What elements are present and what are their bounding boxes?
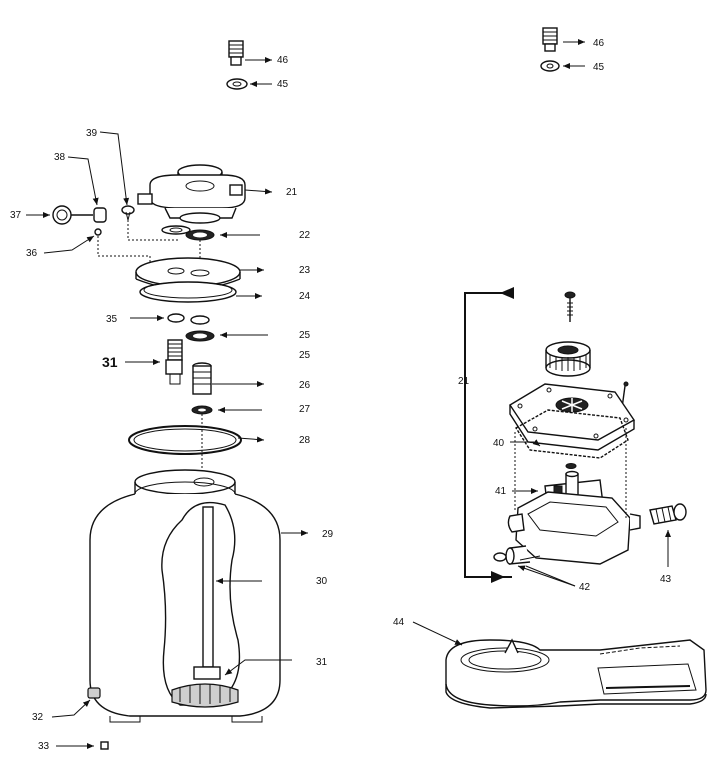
callout-39: 39	[86, 128, 98, 139]
part-29-filter-tank	[89, 469, 308, 723]
callout-29: 29	[322, 529, 334, 540]
part-46-right-fitting	[542, 27, 585, 52]
callout-27: 27	[299, 404, 311, 415]
part-21-multiport-valve	[137, 164, 273, 224]
callout-37: 37	[10, 210, 22, 221]
callout-22: 22	[299, 230, 311, 241]
callout-24: 24	[299, 291, 311, 302]
callout-31-small: 31	[316, 657, 328, 668]
callout-32: 32	[32, 712, 44, 723]
callout-43: 43	[660, 574, 672, 585]
part-valve-screw	[564, 291, 576, 322]
part-small-o-ring	[565, 463, 577, 469]
part-27-washer	[191, 405, 262, 415]
part-valve-handle-knob	[545, 341, 591, 377]
part-45-left-washer	[226, 78, 272, 90]
part-25-o-rings	[185, 315, 268, 342]
part-24-cover-gasket	[139, 281, 262, 303]
pin-head	[623, 381, 629, 387]
callout-30: 30	[316, 576, 328, 587]
part-32-drain-cap	[51, 687, 101, 718]
part-46-left-fitting	[228, 40, 272, 66]
part-38-elbow	[67, 156, 107, 223]
part-39-screw	[99, 131, 135, 221]
part-33-plug	[56, 741, 109, 750]
callout-40: 40	[493, 438, 505, 449]
callout-25-b: 25	[299, 350, 311, 361]
part-42-valve-body	[493, 491, 641, 587]
callout-45-right: 45	[593, 62, 605, 73]
part-43-fitting	[649, 503, 687, 567]
bracket-21-right	[464, 287, 514, 583]
callout-23: 23	[299, 265, 311, 276]
callout-42: 42	[579, 582, 591, 593]
callout-36: 36	[26, 248, 38, 259]
part-45-right-washer	[540, 60, 585, 72]
leader-31-bottom	[224, 659, 292, 676]
callout-45-left: 45	[277, 79, 289, 90]
callout-44: 44	[393, 617, 405, 628]
callout-21-right: 21	[458, 376, 470, 387]
callout-25-a: 25	[299, 330, 311, 341]
callout-41: 41	[495, 486, 507, 497]
callout-26: 26	[299, 380, 311, 391]
callout-31-large: 31	[102, 354, 118, 370]
part-28-clamp-ring	[128, 425, 265, 455]
part-26-adaptor	[192, 362, 264, 395]
part-44-pump-base	[412, 621, 707, 709]
part-36-o-ring	[43, 228, 102, 254]
callout-46-left: 46	[277, 55, 289, 66]
callout-28: 28	[299, 435, 311, 446]
part-22-gaskets	[161, 225, 260, 241]
guide-line-39	[127, 220, 178, 241]
callout-33: 33	[38, 741, 50, 752]
part-31-lateral-piece	[125, 339, 183, 385]
part-37-pressure-gauge	[26, 205, 93, 225]
part-23-tank-cover	[135, 257, 264, 291]
callout-21-left: 21	[286, 187, 298, 198]
part-35-o-ring	[130, 313, 185, 323]
callout-38: 38	[54, 152, 66, 163]
part-40-valve-gasket	[510, 409, 629, 459]
guide-line-36	[97, 236, 151, 268]
callout-46-right: 46	[593, 38, 605, 49]
callout-35: 35	[106, 314, 118, 325]
